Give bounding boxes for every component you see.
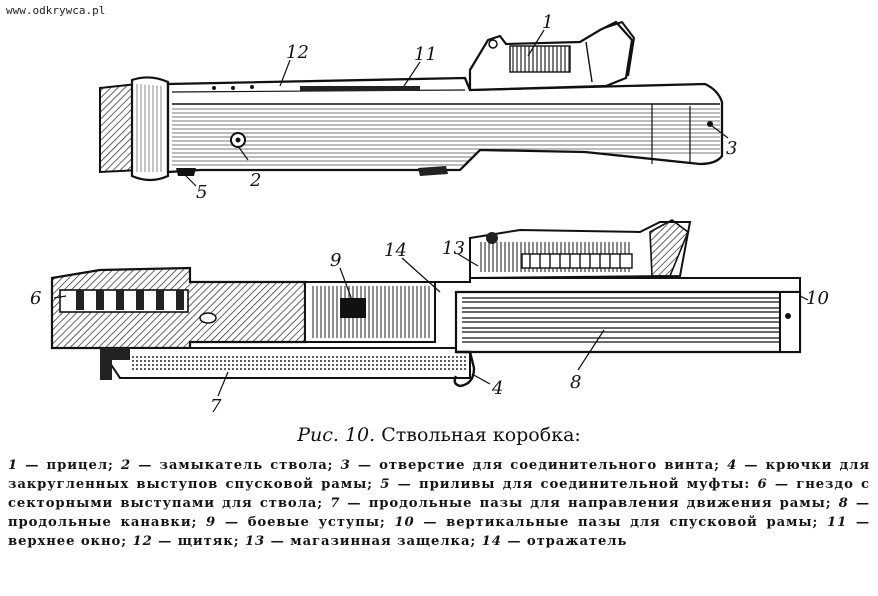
callout-7: 7: [210, 396, 222, 417]
callout-6: 6: [30, 288, 41, 309]
legend-item: 1 — прицел;: [8, 458, 121, 473]
grooved-section: [453, 290, 802, 388]
legend-item: 7 — продольные пазы для направления движ…: [330, 496, 839, 511]
receiver-cutaway-view: [50, 219, 802, 388]
callout-10: 10: [806, 288, 829, 309]
rear-sight: [468, 20, 636, 92]
figure-legend: 1 — прицел; 2 — замыкатель ствола; 3 — о…: [8, 456, 870, 551]
legend-item: 10 — вертикальные пазы для спусковой рам…: [394, 515, 828, 530]
legend-item: 11 — верхнее окно;: [8, 515, 870, 549]
legend-item: 9 — боевые уступы;: [206, 515, 395, 530]
callout-13: 13: [442, 238, 465, 259]
watermark-text: www.odkrywca.pl: [6, 4, 106, 17]
callout-leaders: [53, 29, 809, 397]
legend-item: 13 — магазинная защелка;: [244, 534, 482, 549]
callout-14: 14: [384, 240, 407, 261]
legend-item: 2 — замыкатель ствола;: [121, 458, 341, 473]
legend-item: 12 — щитяк;: [132, 534, 245, 549]
callout-1: 1: [542, 12, 553, 33]
callout-12: 12: [286, 42, 309, 63]
callout-5: 5: [196, 182, 207, 203]
legend-item: 8 — продольные канавки;: [8, 496, 870, 530]
legend-item: 5 — приливы для соединительной муфты:: [380, 477, 758, 492]
figure-label: Рис. 10.: [297, 424, 376, 446]
legend-item: 4 — крючки для закругленных выступов спу…: [8, 458, 870, 492]
callout-11: 11: [414, 44, 437, 65]
legend-item: 3 — отверстие для соединительного винта;: [340, 458, 728, 473]
callout-2: 2: [249, 170, 261, 191]
figure-title: Ствольная коробка:: [381, 424, 581, 446]
callout-3: 3: [726, 138, 737, 159]
callout-8: 8: [570, 372, 581, 393]
legend-item: 6 — гнездо с секторными выступами для ст…: [8, 477, 870, 511]
magazine-latch: [469, 219, 692, 280]
callout-4: 4: [491, 378, 503, 399]
legend-item: 14 — отражатель: [481, 534, 628, 549]
callout-9: 9: [330, 250, 341, 271]
receiver-illustration: 1 2 3 4 5 6 7 8 9 10 11 12 13 14: [30, 12, 829, 417]
figure-caption: Рис. 10. Ствольная коробка:: [0, 424, 878, 446]
receiver-external-view: [99, 20, 724, 182]
